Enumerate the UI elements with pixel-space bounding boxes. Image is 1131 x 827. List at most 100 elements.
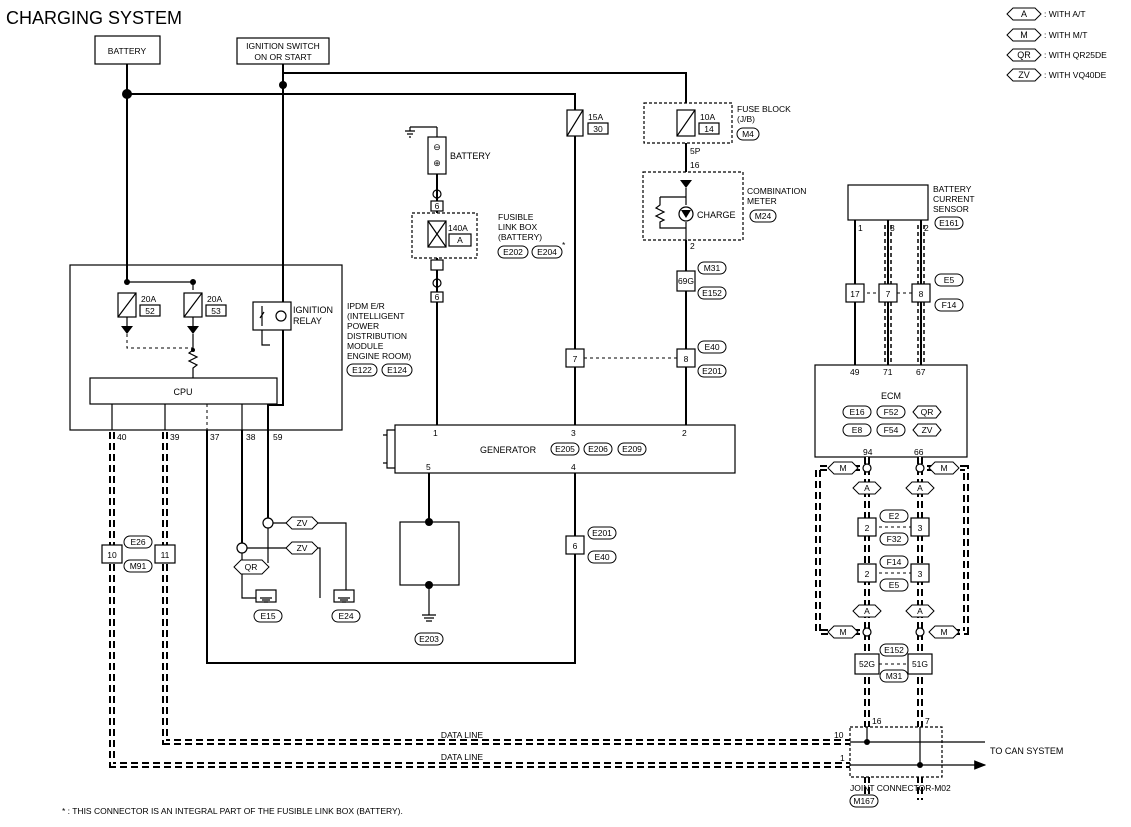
- svg-text:M: M: [940, 463, 947, 473]
- svg-text:M24: M24: [755, 211, 772, 221]
- battery-source: BATTERY: [94, 35, 161, 65]
- svg-text:POWER: POWER: [347, 321, 379, 331]
- svg-text:RELAY: RELAY: [293, 316, 322, 326]
- svg-text:QR: QR: [1017, 50, 1031, 60]
- svg-text:JOINT CONNECTOR-M02: JOINT CONNECTOR-M02: [850, 783, 951, 793]
- svg-text:(J/B): (J/B): [737, 114, 755, 124]
- svg-text:52: 52: [145, 306, 155, 316]
- svg-text:MODULE: MODULE: [347, 341, 384, 351]
- joint-connector-m02: 16 7 10 1 TO CAN SYSTEM JOINT CONNECTOR-…: [834, 716, 1063, 808]
- svg-text:M4: M4: [742, 129, 754, 139]
- svg-text:: WITH M/T: : WITH M/T: [1044, 30, 1087, 40]
- ipdm-ground-wiring: ZV ZV QR E15 E24: [206, 430, 576, 664]
- svg-text:COMBINATION: COMBINATION: [747, 186, 806, 196]
- svg-text:2: 2: [865, 569, 870, 579]
- svg-text:E5: E5: [889, 580, 900, 590]
- svg-text:16: 16: [690, 160, 700, 170]
- svg-text:: WITH VQ40DE: : WITH VQ40DE: [1044, 70, 1107, 80]
- svg-text:E2: E2: [889, 511, 900, 521]
- svg-text:67: 67: [916, 367, 926, 377]
- svg-text:E152: E152: [884, 645, 904, 655]
- svg-text:10: 10: [834, 730, 844, 740]
- svg-text:1: 1: [840, 753, 845, 763]
- svg-text:E26: E26: [130, 537, 145, 547]
- svg-text:3: 3: [918, 569, 923, 579]
- svg-text:IPDM E/R: IPDM E/R: [347, 301, 385, 311]
- svg-text:LINK BOX: LINK BOX: [498, 222, 538, 232]
- footnote: * : THIS CONNECTOR IS AN INTEGRAL PART O…: [62, 806, 403, 816]
- generator: GENERATOR E205 E206 E209 1 3 2 5 4: [383, 424, 736, 474]
- svg-text:66: 66: [914, 447, 924, 457]
- svg-text:A: A: [864, 606, 870, 616]
- svg-text:ZV: ZV: [1018, 70, 1030, 80]
- legend-item-a: A : WITH A/T: [1006, 7, 1086, 21]
- svg-text:37: 37: [210, 432, 220, 442]
- svg-text:20A: 20A: [141, 294, 156, 304]
- joint-69g: 69G M31 E152: [676, 261, 727, 300]
- svg-text:7: 7: [886, 289, 891, 299]
- svg-text:3: 3: [890, 223, 895, 233]
- data-line-label-1: DATA LINE: [441, 730, 484, 740]
- svg-text:⊕: ⊕: [433, 158, 441, 168]
- svg-text:7: 7: [573, 354, 578, 364]
- can-lines-ipdm: 10 11 E26 M91 DATA LINE DATA LINE: [101, 432, 850, 768]
- svg-text:11: 11: [161, 550, 170, 560]
- ecm: 49 71 67 ECM E16 F52 QR E8 F54 ZV 94 66: [814, 364, 968, 458]
- svg-text:FUSIBLE: FUSIBLE: [498, 212, 534, 222]
- svg-text:F14: F14: [887, 557, 902, 567]
- svg-text:3: 3: [571, 428, 576, 438]
- svg-text:M: M: [940, 627, 947, 637]
- svg-text:E161: E161: [939, 218, 959, 228]
- svg-text:(BATTERY): (BATTERY): [498, 232, 542, 242]
- svg-text:M167: M167: [853, 796, 875, 806]
- svg-text:5: 5: [426, 462, 431, 472]
- svg-text:: WITH QR25DE: : WITH QR25DE: [1044, 50, 1107, 60]
- svg-text:59: 59: [273, 432, 283, 442]
- svg-text:M: M: [839, 463, 846, 473]
- svg-text:2: 2: [924, 223, 929, 233]
- svg-text:15A: 15A: [588, 112, 603, 122]
- sensor-joint: 17 7 8 E5 F14: [845, 273, 964, 312]
- svg-text:16: 16: [872, 716, 882, 726]
- zv-tag-1: ZV: [285, 516, 319, 530]
- svg-text:E5: E5: [944, 275, 955, 285]
- battery-symbol: ⊖ ⊕ BATTERY: [405, 126, 491, 175]
- legend: A : WITH A/T M : WITH M/T QR : WITH QR25…: [1006, 7, 1107, 82]
- svg-text:: WITH A/T: : WITH A/T: [1044, 9, 1086, 19]
- svg-text:E209: E209: [622, 444, 642, 454]
- svg-text:E24: E24: [338, 611, 353, 621]
- svg-text:E201: E201: [592, 528, 612, 538]
- svg-text:20A: 20A: [207, 294, 222, 304]
- svg-text:7: 7: [925, 716, 930, 726]
- svg-text:F52: F52: [884, 407, 899, 417]
- svg-text:5P: 5P: [690, 146, 701, 156]
- svg-text:IGNITION SWITCH: IGNITION SWITCH: [246, 41, 320, 51]
- svg-text:52G: 52G: [859, 659, 875, 669]
- diagram-title: CHARGING SYSTEM: [6, 8, 182, 28]
- svg-text:ZV: ZV: [297, 543, 308, 553]
- combination-meter: CHARGE COMBINATION METER M24 2: [642, 171, 806, 425]
- svg-text:E16: E16: [849, 407, 864, 417]
- svg-text:ZV: ZV: [922, 425, 933, 435]
- svg-text:IGNITION: IGNITION: [293, 305, 333, 315]
- fuse-53: 20A 53: [183, 292, 227, 334]
- svg-text:M: M: [1020, 30, 1028, 40]
- svg-text:M31: M31: [704, 263, 721, 273]
- svg-text:2: 2: [690, 241, 695, 251]
- svg-text:39: 39: [170, 432, 180, 442]
- svg-text:CHARGE: CHARGE: [697, 210, 736, 220]
- svg-text:3: 3: [918, 523, 923, 533]
- svg-text:(INTELLIGENT: (INTELLIGENT: [347, 311, 405, 321]
- svg-text:69G: 69G: [678, 276, 694, 286]
- fuse-30: 15A 30: [566, 109, 609, 425]
- svg-text:8: 8: [684, 354, 689, 364]
- svg-text:71: 71: [883, 367, 893, 377]
- svg-text:1: 1: [433, 428, 438, 438]
- svg-text:E40: E40: [594, 552, 609, 562]
- ground-e24: E24: [331, 589, 361, 623]
- svg-text:ECM: ECM: [881, 391, 901, 401]
- ecm-can-lines: M M A A 2 3 E2 F32 2 3 F14 E5 A A M M: [815, 457, 969, 800]
- svg-text:QR: QR: [921, 407, 934, 417]
- svg-text:QR: QR: [245, 562, 258, 572]
